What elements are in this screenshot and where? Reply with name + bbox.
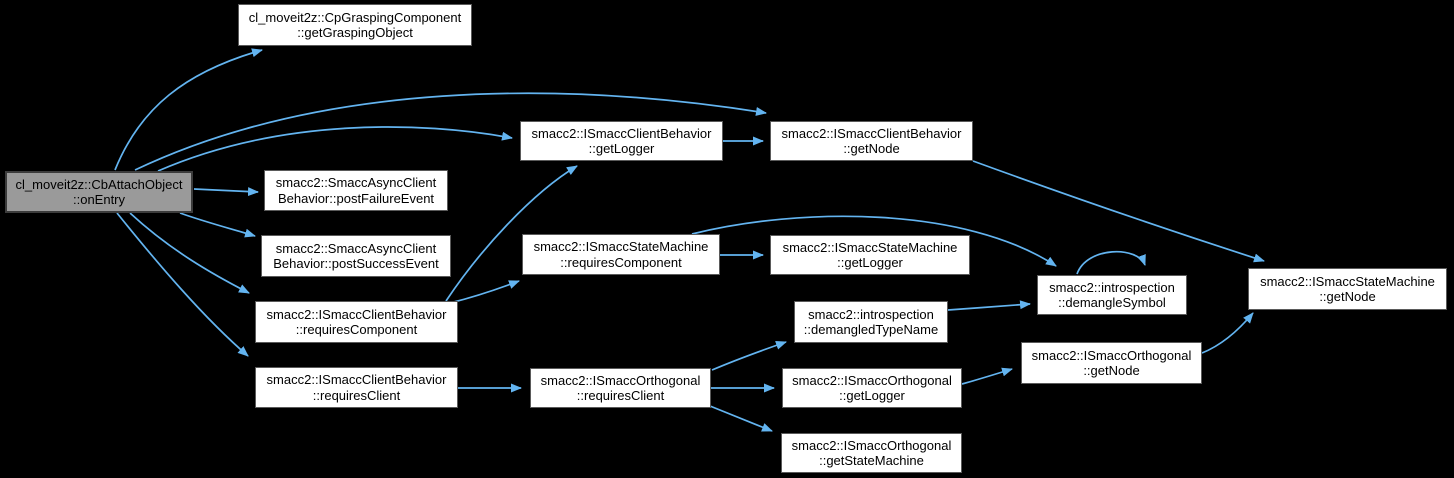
node-label-line: smacc2::introspection (808, 306, 934, 322)
edge-orth-get-logger-to-orth-get-node (961, 367, 1013, 385)
edge-orth-get-node-to-sm-get-node (1201, 312, 1254, 354)
node-label-line: ::getGraspingObject (297, 25, 413, 40)
node-orth-get-logger[interactable]: smacc2::ISmaccOrthogonal::getLogger (782, 368, 962, 408)
edge-demangled-type-name-to-demangle-symbol (947, 300, 1031, 311)
node-label-line: ::getLogger (837, 255, 903, 270)
edge-orth-requires-client-to-orth-get-state-machine (709, 405, 773, 432)
node-label-line: cl_moveit2z::CbAttachObject (15, 176, 183, 192)
edge-on-entry-to-post-failure-event (193, 187, 259, 197)
edge-sm-requires-component-to-demangle-symbol (691, 215, 1057, 267)
node-orth-requires-client[interactable]: smacc2::ISmaccOrthogonal::requiresClient (530, 368, 711, 408)
node-label-line: smacc2::ISmaccClientBehavior (531, 125, 712, 141)
node-label-line: smacc2::ISmaccOrthogonal (791, 437, 952, 453)
edge-cb-get-node-to-sm-get-node (972, 160, 1265, 263)
edge-on-entry-to-get-grasping-object (114, 48, 263, 171)
edge-orth-requires-client-to-demangled-type-name (711, 341, 787, 371)
node-cb-get-logger[interactable]: smacc2::ISmaccClientBehavior::getLogger (520, 121, 723, 161)
node-label-line: ::demangleSymbol (1058, 295, 1166, 310)
node-label-line: ::getNode (1319, 289, 1376, 304)
node-label-line: ::getNode (1083, 363, 1140, 378)
node-label-line: ::requiresComponent (295, 322, 418, 337)
node-label-line: smacc2::ISmaccClientBehavior (781, 125, 962, 141)
edge-on-entry-to-cb-requires-client (116, 212, 249, 357)
node-sm-get-logger[interactable]: smacc2::ISmaccStateMachine::getLogger (770, 235, 970, 275)
node-cb-requires-component[interactable]: smacc2::ISmaccClientBehavior::requiresCo… (255, 301, 458, 343)
node-orth-get-node[interactable]: smacc2::ISmaccOrthogonal::getNode (1021, 342, 1202, 384)
node-label-line: smacc2::ISmaccOrthogonal (1031, 347, 1192, 363)
node-label-line: cl_moveit2z::CpGraspingComponent (248, 9, 462, 25)
node-cb-get-node[interactable]: smacc2::ISmaccClientBehavior::getNode (770, 121, 973, 161)
node-label-line: smacc2::SmaccAsyncClient (275, 175, 437, 190)
node-label-line: ::getNode (843, 141, 900, 156)
node-label-line: Behavior::postFailureEvent (277, 190, 435, 206)
edge-cb-requires-component-to-cb-get-logger (445, 165, 578, 302)
node-sm-get-node[interactable]: smacc2::ISmaccStateMachine::getNode (1248, 268, 1447, 310)
edge-on-entry-to-cb-get-node (134, 92, 767, 171)
edge-cb-requires-component-to-sm-requires-component (449, 280, 520, 304)
node-label-line: ::requiresClient (576, 388, 665, 403)
node-label-line: ::getLogger (588, 141, 655, 156)
node-label-line: ::requiresComponent (560, 254, 682, 270)
node-label-line: Behavior::postSuccessEvent (273, 256, 439, 271)
node-on-entry: cl_moveit2z::CbAttachObject::onEntry (5, 171, 193, 213)
node-label-line: smacc2::ISmaccOrthogonal (540, 372, 701, 388)
node-label-line: smacc2::introspection (1049, 279, 1175, 295)
node-label-line: ::getStateMachine (819, 453, 924, 468)
node-label-line: smacc2::ISmaccClientBehavior (266, 306, 447, 322)
node-label-line: ::requiresClient (312, 387, 401, 403)
node-demangled-type-name[interactable]: smacc2::introspection::demangledTypeName (794, 301, 948, 343)
edge-on-entry-to-post-success-event (179, 212, 256, 238)
node-label-line: ::demangledTypeName (803, 322, 939, 337)
node-label-line: ::getLogger (839, 388, 905, 403)
node-label-line: smacc2::ISmaccStateMachine (782, 239, 958, 255)
node-demangle-symbol[interactable]: smacc2::introspection::demangleSymbol (1037, 275, 1187, 315)
edge-on-entry-to-cb-get-logger (157, 126, 513, 172)
node-label-line: smacc2::ISmaccClientBehavior (266, 372, 447, 387)
node-label-line: smacc2::ISmaccOrthogonal (792, 372, 952, 388)
node-sm-requires-component[interactable]: smacc2::ISmaccStateMachine::requiresComp… (522, 234, 720, 275)
node-label-line: ::onEntry (72, 192, 126, 207)
node-label-line: smacc2::ISmaccStateMachine (533, 239, 709, 254)
edge-demangle-symbol-to-demangle-symbol (1076, 250, 1146, 275)
node-label-line: smacc2::SmaccAsyncClient (275, 240, 437, 256)
node-get-grasping-object[interactable]: cl_moveit2z::CpGraspingComponent::getGra… (238, 4, 472, 46)
node-label-line: smacc2::ISmaccStateMachine (1260, 273, 1435, 289)
edge-on-entry-to-cb-requires-component (129, 212, 250, 294)
node-cb-requires-client[interactable]: smacc2::ISmaccClientBehavior::requiresCl… (255, 367, 458, 408)
node-orth-get-state-machine[interactable]: smacc2::ISmaccOrthogonal::getStateMachin… (781, 433, 962, 473)
